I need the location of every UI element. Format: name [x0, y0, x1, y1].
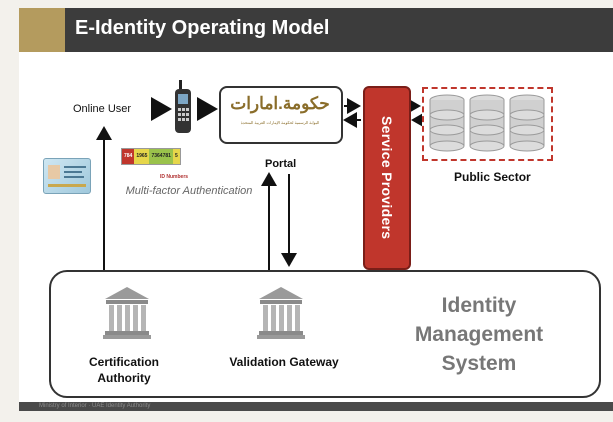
portal-arabic-title: حكومة.امارات — [230, 94, 330, 113]
public-sector-label: Public Sector — [454, 170, 531, 184]
footer-text: Ministry of Interior · UAE Identity Auth… — [39, 403, 151, 409]
id-segment-2: 1965 — [134, 149, 150, 164]
id-segment-4: 5 — [172, 149, 180, 164]
slide: E-Identity Operating Model Online User ح… — [19, 8, 613, 411]
multi-factor-label: Multi-factor Authentication — [125, 185, 253, 197]
portal-label: Portal — [265, 158, 297, 170]
government-building-icon — [256, 285, 306, 341]
online-user-label: Online User — [73, 103, 132, 115]
id-segment-1: 784 — [122, 149, 135, 164]
id-number-bar: 784 1965 7364781 5 — [121, 148, 181, 165]
service-providers-label: Service Providers — [379, 116, 395, 240]
public-sector-box — [422, 87, 553, 161]
footer-bar: Ministry of Interior · UAE Identity Auth… — [19, 402, 613, 411]
identity-management-label: Identity Management System — [414, 294, 544, 375]
id-card-icon — [43, 158, 91, 194]
government-building-icon — [102, 285, 152, 341]
id-numbers-label: ID Numbers — [160, 174, 189, 180]
title-accent — [19, 8, 65, 52]
service-providers-box: Service Providers — [363, 86, 411, 270]
title-bar: E-Identity Operating Model — [19, 8, 613, 52]
mobile-phone-icon — [174, 80, 192, 134]
portal-arabic-subtitle: البوابة الرسمية لحكومة الإمارات العربية … — [240, 120, 320, 125]
validation-gateway-label: Validation Gateway — [229, 355, 339, 369]
diagram-connectors — [96, 97, 425, 270]
certification-authority-label: Certification Authority — [88, 355, 159, 385]
id-segment-3: 7364781 — [149, 149, 173, 164]
database-server-icon — [429, 94, 545, 152]
portal-box: حكومة.امارات البوابة الرسمية لحكومة الإم… — [219, 86, 343, 144]
slide-title: E-Identity Operating Model — [75, 17, 330, 39]
